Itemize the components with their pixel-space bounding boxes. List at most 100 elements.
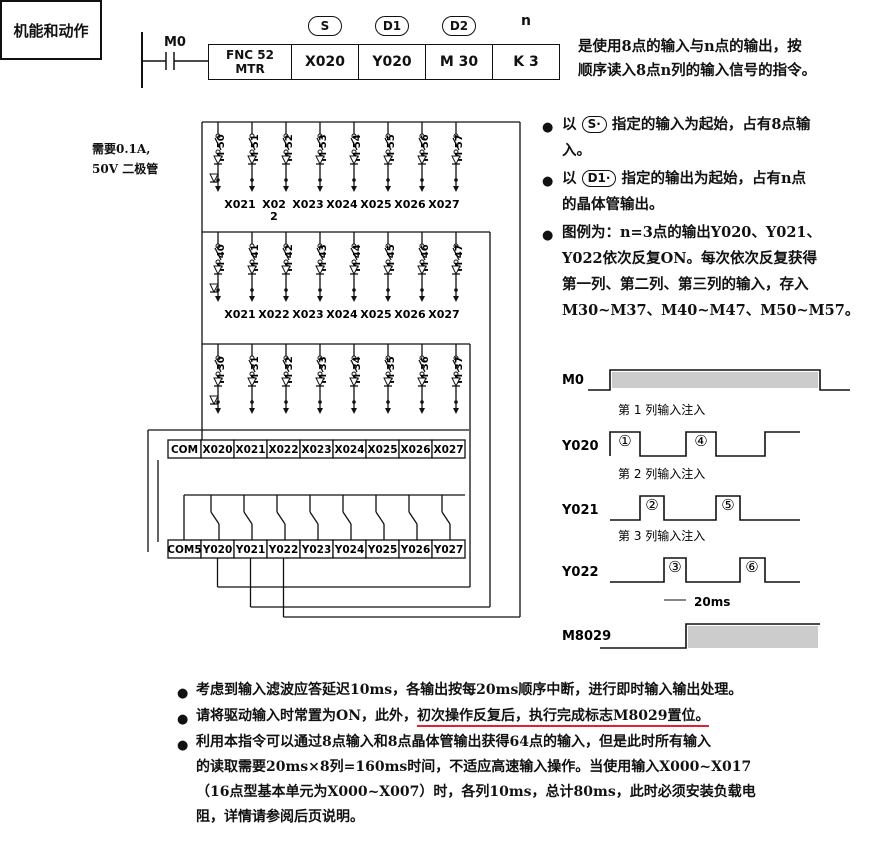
signal-label-m0: M0 (562, 373, 584, 388)
contact-switch (282, 137, 290, 151)
transistor-symbol (243, 511, 253, 525)
arrow-icon (351, 186, 357, 192)
arrow-icon (419, 186, 425, 192)
contact-terminal (215, 259, 221, 265)
contact-terminal (215, 133, 221, 139)
row2-contact-label: M 41 (250, 244, 261, 271)
contact-switch (418, 247, 426, 261)
arrow-icon (317, 408, 323, 414)
diode-icon (281, 377, 291, 388)
diode-icon (213, 155, 223, 166)
contact-switch (248, 247, 256, 261)
sequence-mark: ① (618, 432, 631, 450)
row2-contact-label: M 46 (420, 244, 431, 271)
row1-input-label: X025 (360, 198, 391, 211)
bullet-dot: ● (177, 738, 189, 753)
contact-terminal (419, 355, 425, 361)
diode-icon (213, 377, 223, 388)
contact-terminal (419, 133, 425, 139)
contact-terminal (453, 259, 459, 265)
sequence-mark: ② (645, 496, 658, 514)
output-terminal-label: Y022 (268, 544, 299, 556)
contact-terminal (317, 371, 323, 377)
diode-icon (417, 377, 427, 388)
row1-input-label: X026 (394, 198, 426, 211)
diode-icon (281, 265, 291, 276)
operand-s-label: S (308, 16, 342, 36)
bullet2-line1: 以 D1· 指定的输出为起始，占有n点 (562, 166, 806, 191)
contact-switch (384, 137, 392, 151)
diode-icon (383, 155, 393, 166)
bullet3-line4: M30~M37、M40~M47、M50~M57。 (562, 302, 860, 319)
diode-icon (315, 155, 325, 166)
row2-input-label: X025 (360, 308, 391, 321)
fnc-code: FNC 52 (226, 48, 274, 62)
arrow-icon (283, 296, 289, 302)
diode-icon (213, 265, 223, 276)
contact-terminal (317, 259, 323, 265)
sequence-mark: ④ (694, 432, 707, 450)
row1-contact-label: M 50 (216, 134, 227, 161)
contact-terminal (283, 149, 289, 155)
contact-terminal (453, 355, 459, 361)
input-terminal-label: X023 (301, 444, 331, 456)
contact-switch (418, 137, 426, 151)
row3-contact-label: M 32 (284, 356, 295, 383)
signal-label-y022: Y022 (561, 565, 599, 580)
contact-terminal (351, 133, 357, 139)
bullet-dot: ● (542, 174, 554, 189)
note-2: 请将驱动输入时常置为ON，此外，初次操作反复后，执行完成标志M8029置位。 (196, 704, 710, 729)
sequence-mark: ⑥ (745, 558, 758, 576)
interval-label: 20ms (694, 595, 730, 609)
contact-switch (214, 359, 222, 373)
note-2-underlined: 初次操作反复后，执行完成标志M8029置位。 (417, 708, 710, 727)
row2-input-label: X026 (394, 308, 426, 321)
contact-label: M0 (164, 35, 186, 50)
signal-label-m8029: M8029 (562, 629, 611, 644)
operand-n-value: K 3 (492, 44, 560, 80)
contact-terminal (283, 259, 289, 265)
bullet2-line2: 的晶体管输出。 (562, 196, 664, 213)
diode-icon (247, 265, 257, 276)
row1-input-label-extra: 2 (270, 210, 278, 223)
contact-switch (350, 359, 358, 373)
contact-terminal (215, 355, 221, 361)
arrow-icon (283, 408, 289, 414)
contact-terminal (419, 149, 425, 155)
output-terminal-label: Y026 (400, 544, 431, 556)
contact-terminal (419, 259, 425, 265)
row1-contact-label: M 51 (250, 134, 261, 161)
row2-contact-label: M 44 (352, 244, 363, 271)
contact-switch (384, 247, 392, 261)
arrow-icon (385, 186, 391, 192)
diode-icon (383, 265, 393, 276)
input-terminal-label: X022 (268, 444, 298, 456)
note-2-pre: 请将驱动输入时常置为ON，此外， (196, 708, 417, 724)
arrow-icon (249, 186, 255, 192)
arrow-icon (419, 296, 425, 302)
contact-switch (316, 247, 324, 261)
contact-switch (248, 137, 256, 151)
arrow-icon (351, 408, 357, 414)
contact-terminal (249, 149, 255, 155)
arrow-icon (215, 408, 221, 414)
arrow-icon (453, 408, 459, 414)
contact-terminal (215, 371, 221, 377)
arrow-icon (249, 296, 255, 302)
arrow-icon (283, 186, 289, 192)
sequence-mark: ⑤ (721, 496, 734, 514)
instruction-description-1: 是使用8点的输入与n点的输出，按 (578, 38, 802, 55)
output-terminal-label: Y027 (433, 544, 464, 556)
m8029-shade (688, 626, 818, 648)
row2-input-label: X024 (326, 308, 358, 321)
arrow-icon (385, 408, 391, 414)
row3-contact-label: M 30 (216, 356, 227, 383)
contact-terminal (385, 371, 391, 377)
transistor-symbol (441, 511, 451, 525)
contact-terminal (351, 149, 357, 155)
arrow-icon (453, 296, 459, 302)
transistor-symbol (375, 511, 385, 525)
bullet3-line1: 图例为：n=3点的输出Y020、Y021、 (562, 224, 822, 241)
contact-terminal (249, 355, 255, 361)
